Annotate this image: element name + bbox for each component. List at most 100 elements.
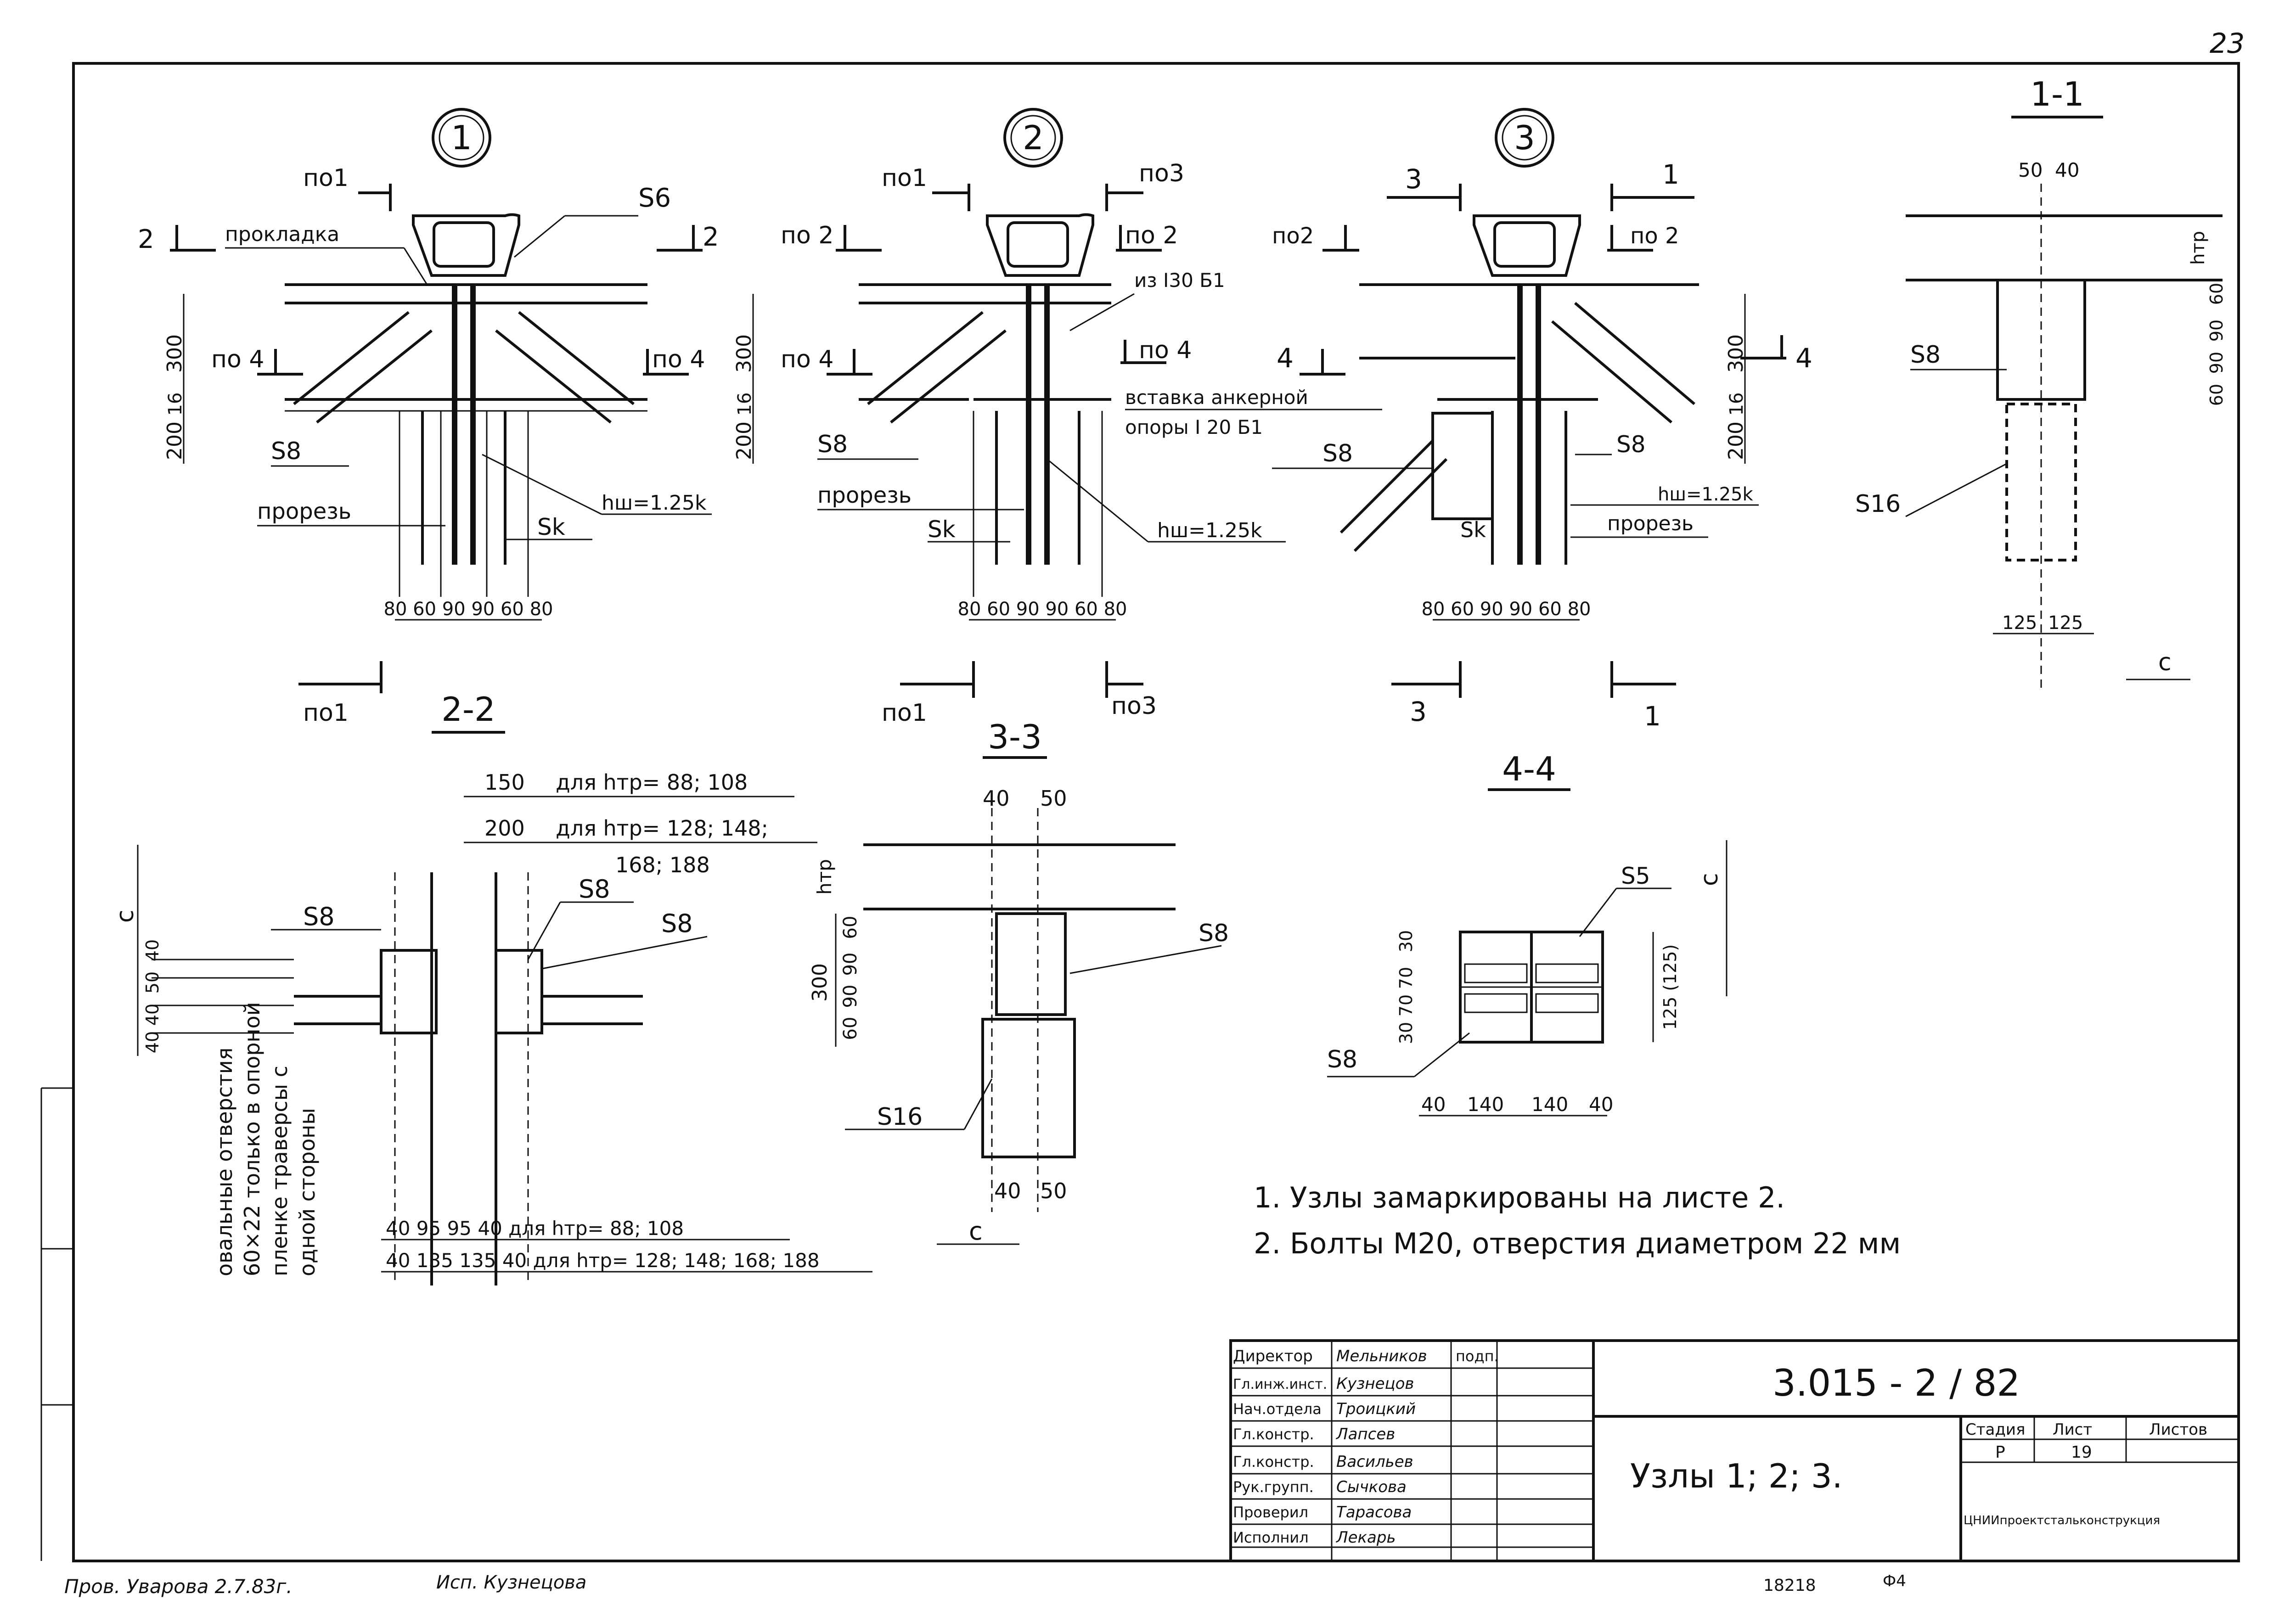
leader [403, 247, 428, 285]
role-row: Исполнил [1233, 1529, 1309, 1546]
label-sk: Sk [928, 516, 956, 543]
label-weld: hш=1.25k [602, 491, 707, 515]
dim-top: 40 [2055, 159, 2079, 181]
name-row: Васильев [1336, 1453, 1413, 1471]
section-mark-po1-bottom: по1 [882, 661, 975, 727]
stiffener-plate [995, 912, 1067, 1016]
leader [1069, 293, 1135, 331]
section-title: 3-3 [988, 718, 1042, 756]
chord-tube [433, 221, 495, 268]
section-mark-po1-top: по1 [303, 164, 392, 211]
plate-right [495, 949, 543, 1034]
section-mark-po3-bottom: по3 [1105, 661, 1157, 720]
section-title: 1-1 [2030, 75, 2084, 113]
leader [1579, 888, 1617, 937]
label-cut: прорезь [257, 499, 351, 524]
node-2-marker [1003, 108, 1063, 168]
title-block-frame [1229, 1339, 2240, 1562]
gusset-plate [1431, 412, 1494, 520]
label-pad: прокладка [225, 223, 339, 246]
section-mark-3-top: 3 [1387, 163, 1462, 211]
leader [482, 454, 602, 515]
leader [541, 936, 708, 970]
node-2: 2 по1 по3 по 2 [732, 108, 1382, 727]
svg-text:3: 3 [1410, 696, 1427, 727]
svg-text:4: 4 [1795, 342, 1812, 374]
svg-text:по 4: по 4 [652, 346, 705, 373]
sign-header: подп. [1456, 1347, 1499, 1365]
dim-h: 40 [1421, 1093, 1446, 1116]
leader [1414, 1032, 1470, 1078]
general-notes: 1. Узлы замаркированы на листе 2. 2. Бол… [1254, 1181, 1901, 1260]
vertical-dims: 300 16 200 [1724, 294, 1748, 464]
dim-bottom: 50 [1040, 1179, 1067, 1203]
footer-executed: Исп. Кузнецова [436, 1572, 586, 1593]
leader [527, 902, 561, 960]
section-mark-po2-right: по 2 [1116, 222, 1178, 252]
bottom-dims-1: 40 95 95 40 для hтр= 88; 108 [386, 1217, 684, 1240]
dim-v: 30 [1396, 930, 1416, 952]
footer-checked: Пров. Уварова 2.7.83г. [64, 1575, 293, 1598]
dim-horizontal: 80 60 90 90 60 80 [958, 599, 1127, 620]
svg-text:по 2: по 2 [1125, 222, 1178, 249]
leader [514, 215, 565, 258]
diagonal-brace-right [495, 329, 612, 424]
role-row: Гл.инж.инст. [1233, 1376, 1327, 1392]
name-row: Лапсев [1335, 1425, 1395, 1443]
role-row: Проверил [1233, 1504, 1308, 1521]
organization: ЦНИИпроектстальконструкция [1964, 1514, 2160, 1527]
label-s8: S8 [1910, 341, 1941, 369]
label-s5: S5 [1621, 863, 1650, 889]
svg-text:1: 1 [1644, 701, 1661, 732]
label-s16: S16 [1855, 490, 1901, 518]
label-s8-c: S8 [661, 909, 693, 938]
section-mark-po4-left: по 4 [211, 346, 303, 376]
section-mark-2-left: 2 [138, 225, 216, 254]
vertical-dims: 300 16 200 [163, 294, 186, 464]
section-mark-1-bottom: 1 [1610, 661, 1676, 732]
node-2-number: 2 [1023, 118, 1044, 157]
dim-v: 70 [1396, 967, 1416, 989]
name-row: Тарасова [1336, 1503, 1412, 1521]
dim-side: 90 [2206, 320, 2227, 342]
section-mark-po4-right: по 4 [643, 346, 705, 376]
diagonal-brace-left [316, 329, 433, 424]
svg-text:2: 2 [138, 225, 154, 254]
section-mark-po2-left: по 2 [781, 222, 882, 252]
dim-v: 60 [840, 916, 861, 939]
dim-v: 70 [1396, 994, 1416, 1016]
svg-text:300: 300 [1724, 334, 1748, 373]
label-s8-b: S8 [579, 875, 610, 904]
htp-label: hтр [2188, 231, 2209, 265]
dim-150-note: для hтр= 88; 108 [556, 770, 748, 795]
dim-v: 40 [142, 1031, 163, 1053]
col-sheet: Лист [2053, 1420, 2092, 1439]
role-row: Рук.групп. [1233, 1478, 1314, 1496]
label-c: c [969, 1217, 983, 1246]
label-cut: прорезь [817, 483, 912, 508]
node-3-marker [1495, 108, 1554, 168]
section-mark-3-bottom: 3 [1391, 661, 1462, 727]
footer-format: Ф4 [1883, 1572, 1906, 1590]
node-1-marker-inner [439, 115, 484, 161]
svg-text:по1: по1 [303, 164, 349, 192]
node-3: 3 3 1 по2 по [1272, 108, 1812, 732]
diagonal-brace [890, 329, 1007, 424]
drawing-title: Узлы 1; 2; 3. [1630, 1457, 1843, 1495]
label-insert: вставка анкерной [1125, 386, 1308, 409]
svg-text:1: 1 [1662, 159, 1679, 190]
dim-side: 60 [2206, 384, 2227, 406]
section-mark-po3-top: по3 [1105, 160, 1184, 211]
node-3-marker-inner [1502, 115, 1548, 161]
svg-text:овальные отверстия: овальные отверстия [212, 1048, 237, 1276]
diagonal-brace-right [518, 311, 635, 405]
svg-text:по1: по1 [882, 699, 927, 727]
label-s6: S6 [638, 183, 671, 213]
dim-bottom: 125 [2002, 612, 2037, 634]
svg-text:по1: по1 [882, 164, 927, 192]
label-s8-a: S8 [303, 902, 335, 931]
svg-text:200: 200 [163, 421, 186, 460]
dim-v: 30 [1396, 1022, 1416, 1044]
